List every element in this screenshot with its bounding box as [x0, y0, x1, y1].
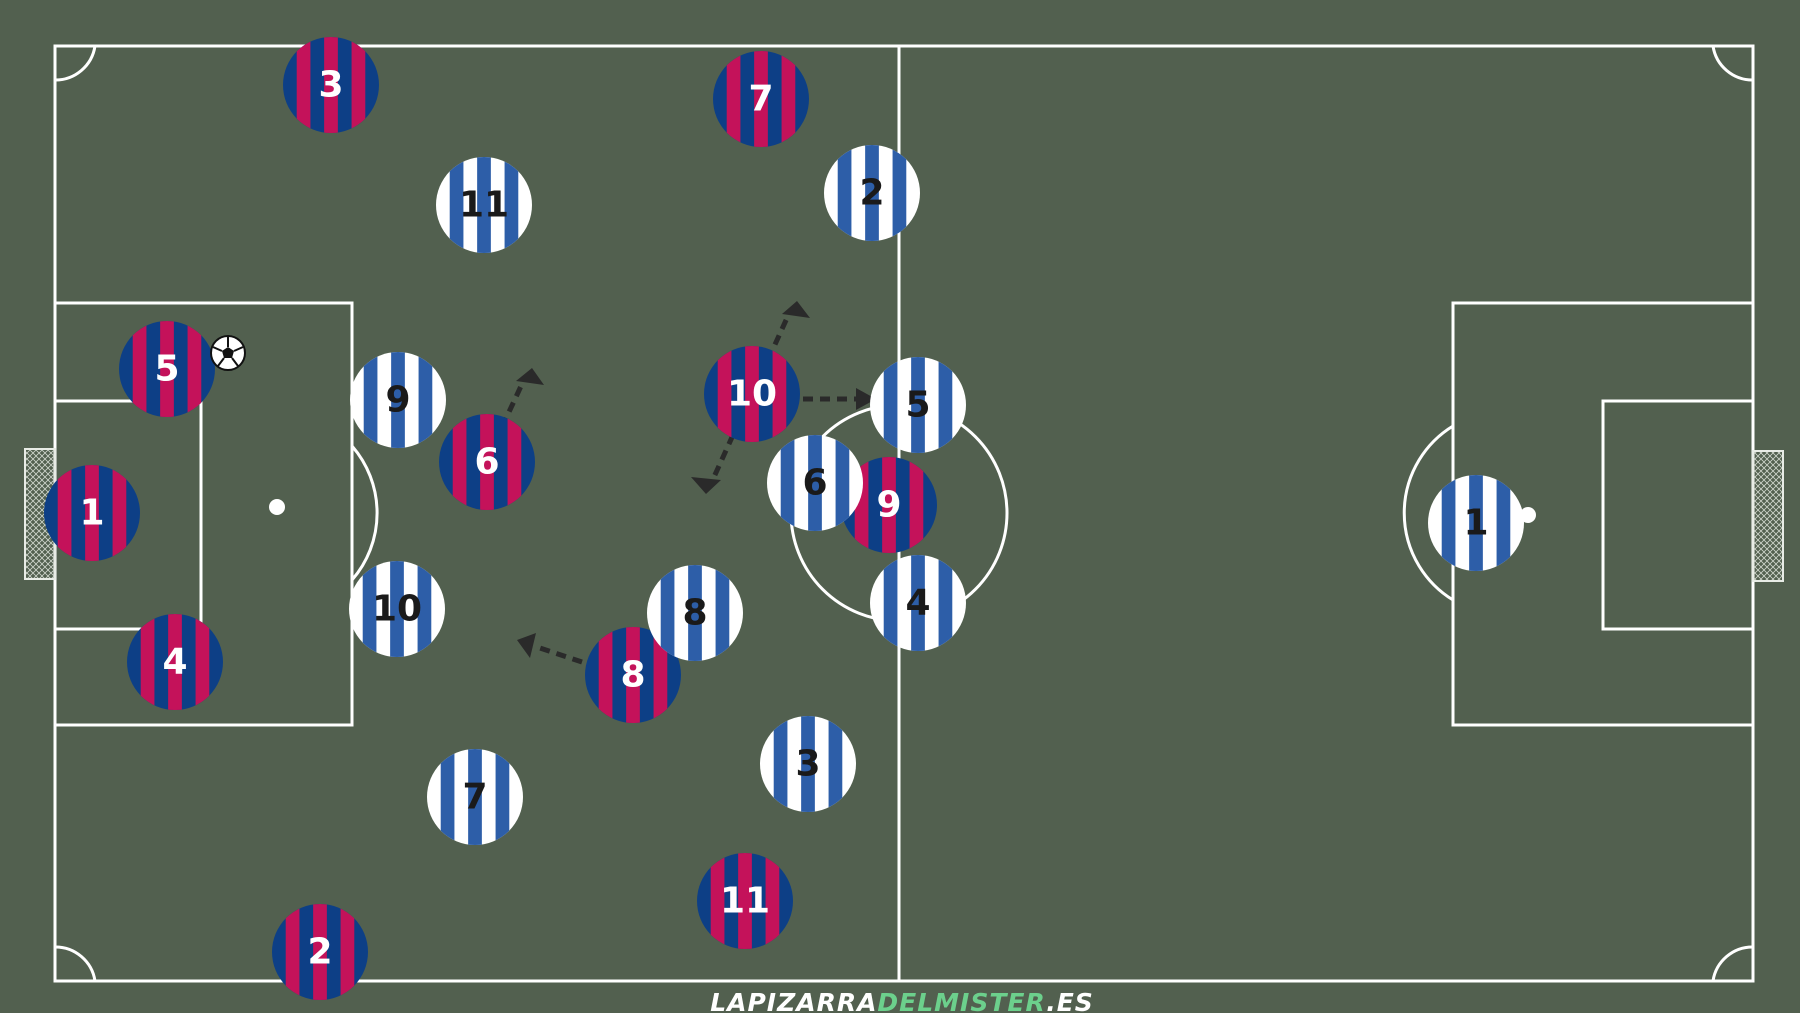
red-player-3-number: 3 — [318, 65, 343, 106]
red-player-9[interactable]: 9 — [841, 457, 937, 553]
soccer-ball-icon[interactable] — [210, 335, 246, 371]
blue-player-9-number: 9 — [385, 380, 410, 421]
blue-player-10-number: 10 — [372, 589, 422, 630]
arrow-red-10-down-shaft — [711, 433, 736, 479]
blue-player-2[interactable]: 2 — [824, 145, 920, 241]
arrow-red-6-head — [516, 368, 544, 385]
blue-player-3[interactable]: 3 — [760, 716, 856, 812]
credit-part-1: LAPIZARRA — [710, 988, 877, 1013]
right-penalty-arc — [1402, 424, 1454, 602]
red-player-11-number: 11 — [720, 881, 770, 922]
arrow-red-10-up-head — [782, 301, 810, 318]
arrow-red-8-head — [517, 633, 536, 658]
blue-player-9[interactable]: 9 — [350, 352, 446, 448]
credit-part-3: .ES — [1046, 988, 1094, 1013]
blue-player-3-number: 3 — [795, 744, 820, 785]
red-player-6-number: 6 — [474, 442, 499, 483]
blue-player-11-number: 11 — [459, 185, 509, 226]
red-player-10[interactable]: 10 — [704, 346, 800, 442]
red-player-4[interactable]: 4 — [127, 614, 223, 710]
red-player-5[interactable]: 5 — [119, 321, 215, 417]
red-player-7[interactable]: 7 — [713, 51, 809, 147]
red-player-8-number: 8 — [620, 655, 645, 696]
red-player-1-number: 1 — [79, 493, 104, 534]
players-layer: 3 7 5 1 4 6 10 9 8 11 2 11 2 9 5 6 10 8 4 7 3 1 — [44, 37, 1524, 1000]
red-player-7-number: 7 — [748, 79, 773, 120]
blue-player-11[interactable]: 11 — [436, 157, 532, 253]
corner-arc-bottom-right — [1711, 945, 1754, 982]
blue-player-4[interactable]: 4 — [870, 555, 966, 651]
red-player-10-number: 10 — [727, 374, 777, 415]
blue-player-1-number: 1 — [1463, 503, 1488, 544]
blue-player-8-number: 8 — [682, 593, 707, 634]
arrow-red-10-down-head — [691, 477, 721, 494]
left-penalty-spot — [269, 499, 285, 515]
blue-player-6[interactable]: 6 — [767, 435, 863, 531]
blue-player-4-number: 4 — [905, 583, 930, 624]
blue-player-6-number: 6 — [802, 463, 827, 504]
red-player-5-number: 5 — [154, 349, 179, 390]
red-player-3[interactable]: 3 — [283, 37, 379, 133]
red-player-6[interactable]: 6 — [439, 414, 535, 510]
arrow-red-8-shaft — [536, 644, 583, 665]
blue-player-8[interactable]: 8 — [647, 565, 743, 661]
red-player-1[interactable]: 1 — [44, 465, 140, 561]
red-player-2-number: 2 — [307, 932, 332, 973]
blue-player-1[interactable]: 1 — [1428, 475, 1524, 571]
blue-player-5-number: 5 — [905, 385, 930, 426]
red-player-9-number: 9 — [876, 485, 901, 526]
red-player-11[interactable]: 11 — [697, 853, 793, 949]
right-penalty-spot — [1520, 507, 1536, 523]
red-player-2[interactable]: 2 — [272, 904, 368, 1000]
corner-arc-top-right — [1711, 45, 1754, 82]
blue-player-2-number: 2 — [859, 173, 884, 214]
blue-player-5[interactable]: 5 — [870, 357, 966, 453]
credit-part-2: DELMISTER — [877, 988, 1046, 1013]
corner-arc-bottom-left — [54, 945, 97, 982]
red-player-4-number: 4 — [162, 642, 187, 683]
left-penalty-arc — [350, 445, 379, 581]
arrow-heads — [516, 301, 876, 658]
site-credit: LAPIZARRADELMISTER.ES — [710, 988, 1094, 1013]
right-goal-net — [1752, 450, 1784, 582]
blue-player-7-number: 7 — [462, 777, 487, 818]
arrow-red-10-right-head — [856, 388, 876, 410]
blue-player-10[interactable]: 10 — [349, 561, 445, 657]
blue-player-7[interactable]: 7 — [427, 749, 523, 845]
corner-arc-top-left — [54, 45, 97, 82]
